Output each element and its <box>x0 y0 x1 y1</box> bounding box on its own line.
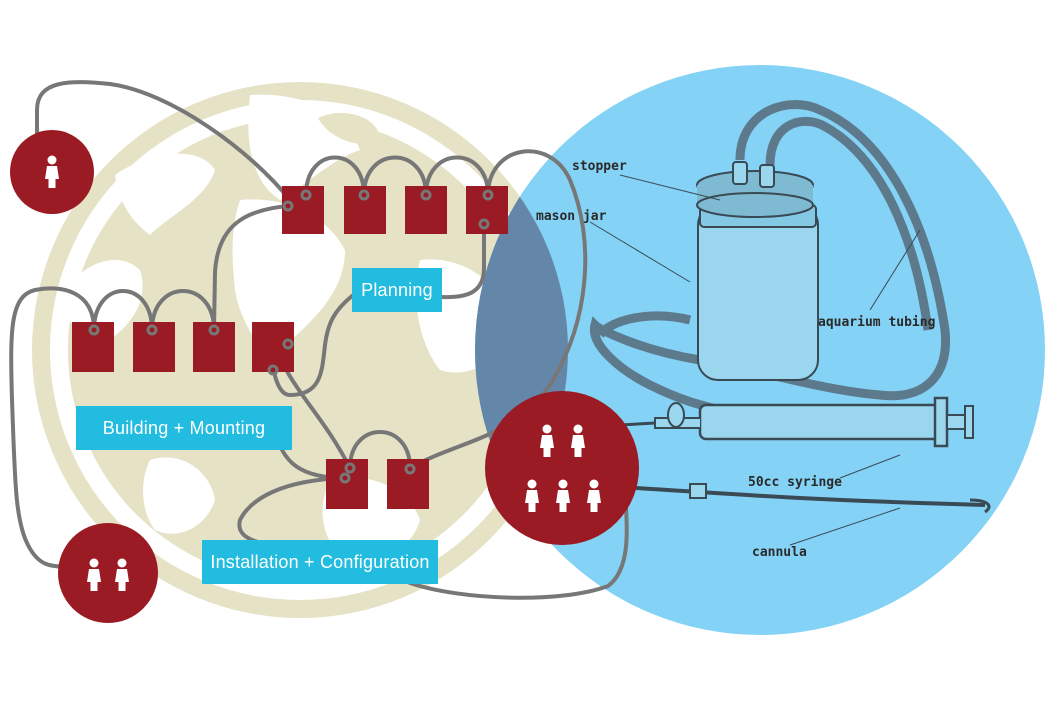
annotation-mason-jar: mason jar <box>536 209 607 224</box>
connectors <box>9 80 629 600</box>
task-block <box>405 186 447 234</box>
annotation-stopper: stopper <box>572 159 627 174</box>
building-mounting-label: Building + Mounting <box>76 406 292 450</box>
mason-jar <box>696 161 819 381</box>
single-person-group <box>10 130 94 214</box>
annotation-syringe: 50cc syringe <box>748 475 842 490</box>
syringe-illustration <box>589 99 991 546</box>
installation-configuration-label: Installation + Configuration <box>202 540 438 584</box>
cannula <box>621 483 991 514</box>
planning-label: Planning <box>352 268 442 312</box>
pair-group <box>58 523 158 623</box>
task-block <box>193 322 235 372</box>
task-block <box>72 322 114 372</box>
task-block <box>133 322 175 372</box>
annotation-aquarium-tubing: aquarium tubing <box>818 315 935 330</box>
syringe <box>619 396 974 448</box>
annotation-cannula: cannula <box>752 545 807 560</box>
task-block <box>387 459 429 509</box>
illustration-annotations: stopper mason jar aquarium tubing 50cc s… <box>536 159 935 560</box>
team-group <box>485 391 639 545</box>
task-block <box>344 186 386 234</box>
